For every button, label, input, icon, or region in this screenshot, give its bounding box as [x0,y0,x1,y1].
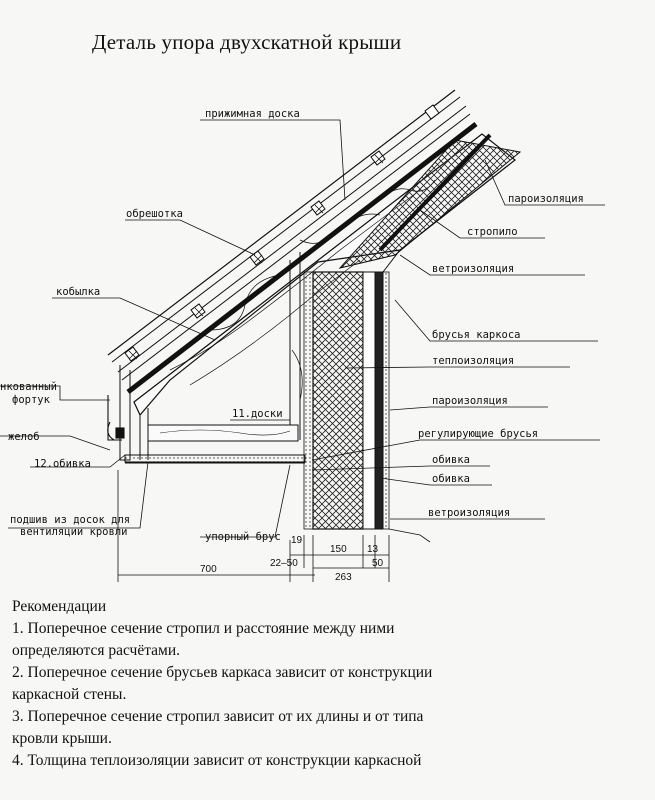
dim-19: 19 [291,535,303,546]
recommendations: Рекомендации 1. Поперечное сечение строп… [12,596,642,772]
label-vetroizolyatsiya-bottom: ветроизоляция [428,507,510,519]
diagram-title: Деталь упора двухскатной крыши [92,30,402,54]
label-paroizolyatsiya-mid: пароизоляция [432,395,508,407]
label-fortuk-2: фортук [12,394,51,406]
label-prizhimnaya-doska: прижимная доска [205,108,300,120]
gutter [107,395,125,441]
dim-150: 150 [330,544,347,555]
label-zheloob: желоб [8,431,40,443]
label-obivka-1: обивка [432,454,470,466]
rafter-membrane [378,133,492,252]
recommendation-line: определяются расчётами. [12,642,181,659]
dim-13: 13 [367,544,379,555]
ceiling-boards [124,424,306,464]
label-brusya-karkasa: брусья каркоса [432,329,521,341]
roof-covering [107,89,483,403]
wall [303,249,431,543]
label-podshiv-1: подшив из досок для [10,514,130,526]
label-paroizolyatsiya-top: пароизоляция [508,193,584,205]
dimension-lines [117,470,390,582]
dim-700: 700 [200,564,217,575]
label-teploizolyatsiya: теплоизоляция [432,355,514,367]
label-stropilo: стропило [467,226,518,238]
label-obivka-2: обивка [432,473,470,485]
dim-263: 263 [335,572,352,583]
recommendations-heading: Рекомендации [12,598,107,615]
recommendation-line: 3. Поперечное сечение стропил зависит от… [12,708,424,725]
label-reguliruyushchie-brusya: регулирующие брусья [418,428,538,440]
label-fortuk-1: нкованный [0,381,57,393]
recommendation-line: 2. Поперечное сечение брусьев каркаса за… [12,664,433,681]
label-obivka-12: 12.обивка [34,458,91,470]
label-kobylka: кобылка [56,286,100,298]
leader-lines [0,119,605,538]
label-upornyy-brus: упорный брус [205,531,281,543]
roof-detail-drawing: прижимная доска пароизоляция обрешотка с… [0,89,605,583]
dim-50: 50 [372,558,384,569]
rafter-insulation-band [338,139,522,269]
label-vetroizolyatsiya-top: ветроизоляция [432,263,514,275]
recommendation-line: 4. Толщина теплоизоляции зависит от конс… [12,752,422,769]
label-doski: 11.доски [232,408,283,420]
dim-22-50: 22–50 [270,558,298,569]
label-obreshotka: обрешотка [126,208,183,220]
label-podshiv-2: вентиляции кровли [20,526,127,538]
recommendation-line: кровли крыши. [12,730,112,747]
kobylka [119,252,303,461]
battens [124,104,440,362]
recommendation-line: каркасной стены. [12,686,127,703]
recommendation-line: 1. Поперечное сечение стропил и расстоян… [12,620,395,637]
